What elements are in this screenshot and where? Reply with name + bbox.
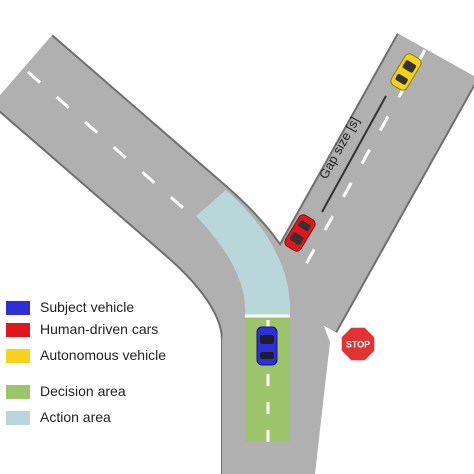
legend-swatch-decision — [6, 385, 30, 399]
legend-label-human: Human-driven cars — [40, 321, 159, 337]
stop-sign-octagon — [340, 326, 376, 362]
legend-swatch-autonomous — [6, 349, 30, 363]
legend-label-autonomous: Autonomous vehicle — [40, 347, 167, 363]
legend-item-action: Action area — [6, 408, 226, 428]
subject-vehicle — [256, 326, 278, 366]
legend-item-subject: Subject vehicle — [6, 298, 226, 318]
human-driven-car — [284, 214, 316, 252]
legend-label-subject: Subject vehicle — [40, 299, 135, 315]
legend-swatch-action — [6, 411, 30, 425]
stop-sign: STOP — [340, 326, 376, 362]
gap-line — [321, 95, 387, 213]
legend-item-human: Human-driven cars — [6, 320, 226, 340]
legend-swatch-subject — [6, 301, 30, 315]
action-area — [196, 190, 291, 315]
autonomous-vehicle — [390, 53, 422, 91]
legend-label-action: Action area — [40, 409, 111, 425]
legend-item-autonomous: Autonomous vehicle — [6, 346, 226, 366]
legend-item-decision: Decision area — [6, 382, 226, 402]
legend-swatch-human — [6, 323, 30, 337]
legend-label-decision: Decision area — [40, 383, 126, 399]
stop-sign-text: STOP — [346, 340, 370, 350]
